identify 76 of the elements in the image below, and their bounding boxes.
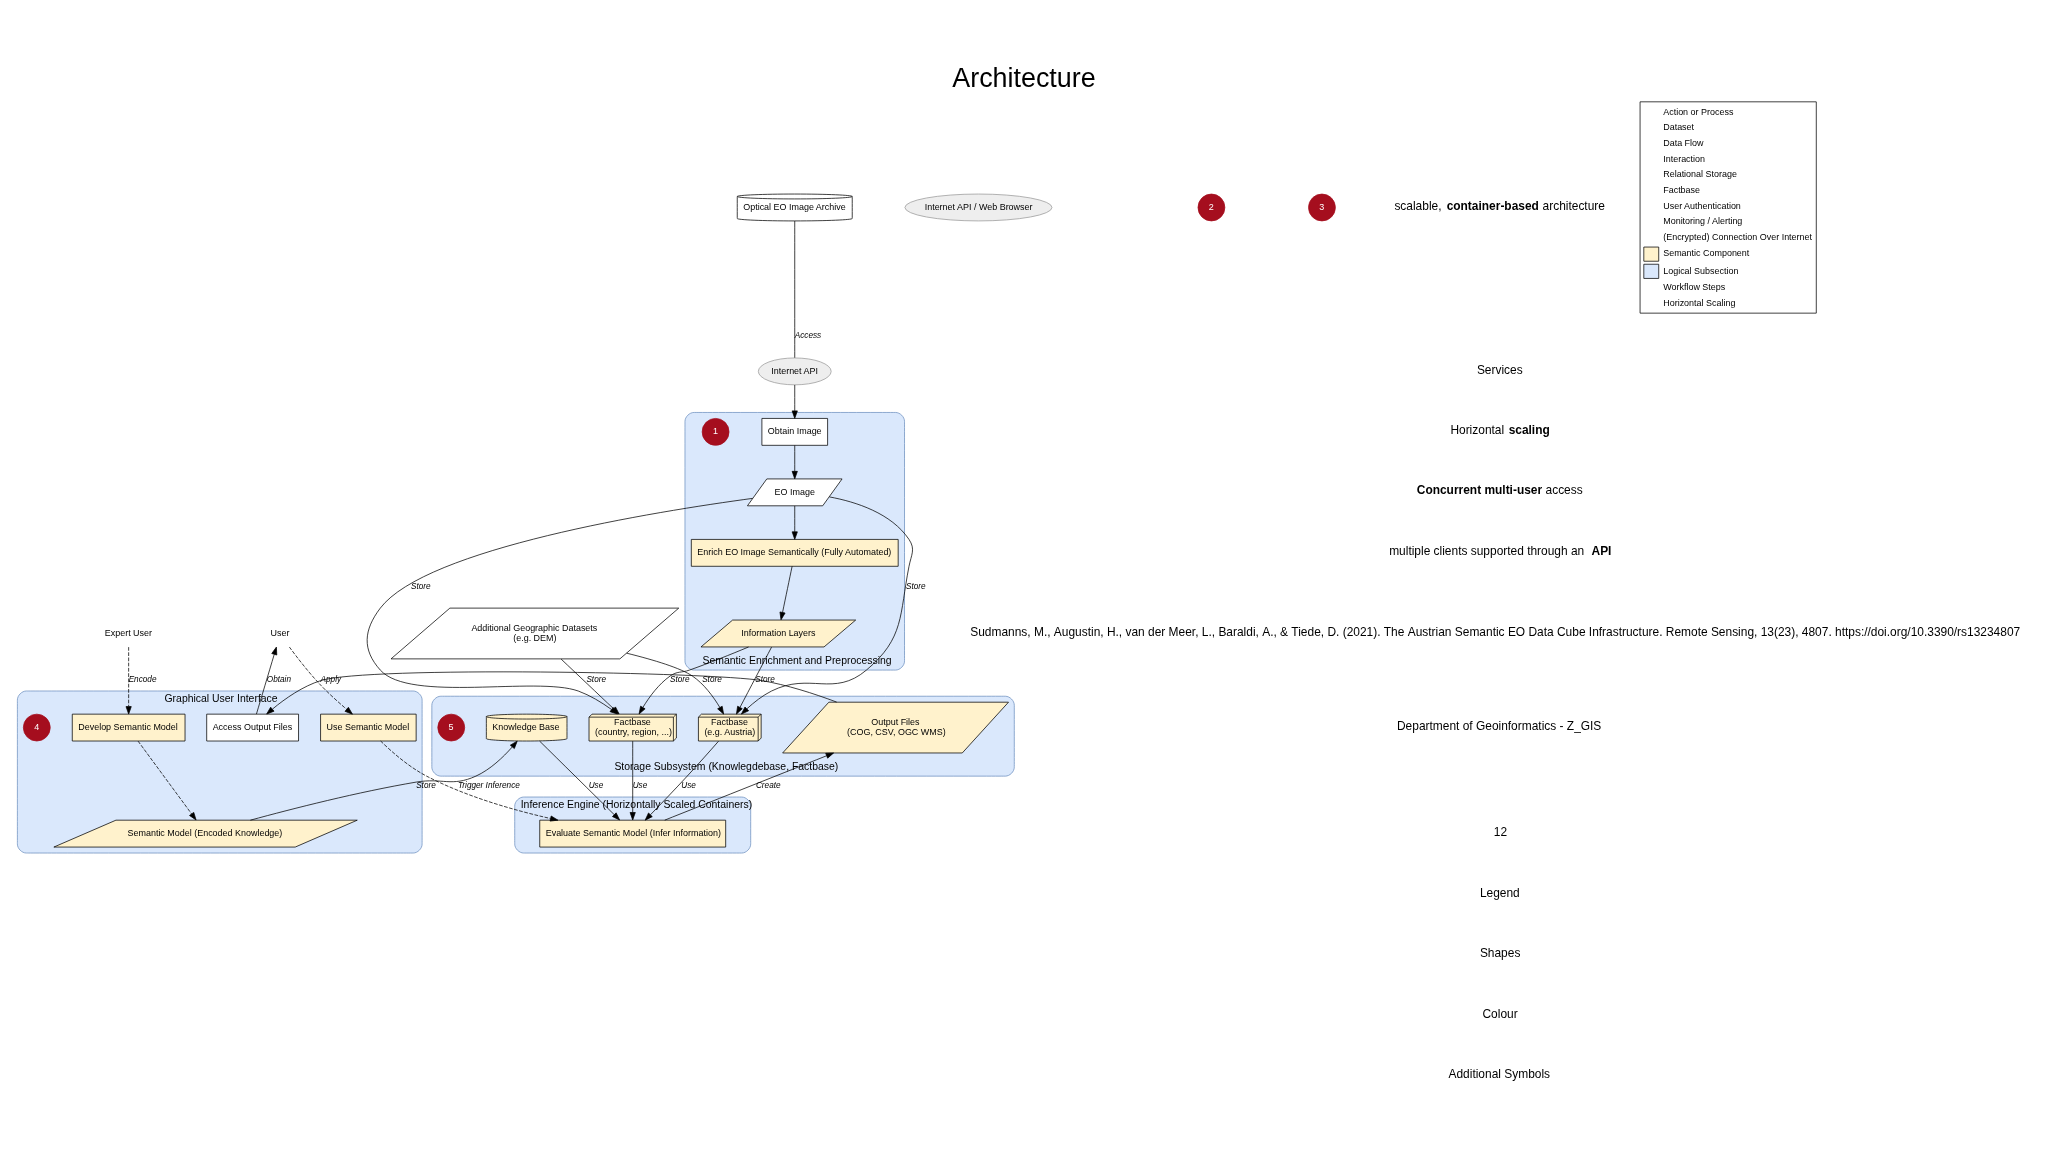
- arrow: [626, 652, 724, 715]
- legend-label: (Encrypted) Connection Over Internet: [1663, 232, 1813, 243]
- legend-label: Factbase: [1663, 185, 1701, 195]
- edge-label: Use: [588, 780, 604, 790]
- edge-label: Use: [632, 780, 648, 790]
- label: Concurrent multi-user access: [1416, 483, 1583, 498]
- node-text: User: [270, 627, 290, 638]
- edge-label: Obtain: [266, 674, 291, 684]
- edge-label: Trigger Inference: [457, 780, 520, 790]
- edge-label: Store: [416, 780, 436, 790]
- node-box: Evaluate Semantic Model (Infer Information): [539, 819, 727, 848]
- arrow: [779, 565, 793, 621]
- node-ellipse: Internet API: [757, 357, 832, 386]
- edge-label: Store: [670, 674, 690, 684]
- edge-label: Access: [794, 331, 822, 341]
- arrow: [741, 496, 913, 715]
- node-ellipse: Internet API / Web Browser: [904, 193, 1053, 222]
- edge-label: Store: [906, 581, 926, 591]
- legend-label: Action or Process: [1663, 106, 1734, 117]
- node-box: Use Semantic Model: [320, 713, 417, 742]
- legend-label: Data Flow: [1663, 137, 1704, 148]
- arrow: [664, 752, 834, 821]
- legend-label: Monitoring / Alerting: [1663, 216, 1743, 227]
- edge-label: Store: [586, 674, 607, 684]
- edge-label: Create: [755, 780, 781, 790]
- edge-label: Use: [681, 780, 696, 790]
- legend-label: Logical Subsection: [1663, 265, 1739, 276]
- arrow: [791, 445, 798, 480]
- node-circle: 4: [23, 713, 51, 742]
- arrow: [380, 740, 559, 822]
- arrow: [638, 646, 749, 715]
- edge-label: Apply: [320, 674, 342, 684]
- arrow: [736, 646, 772, 715]
- edge-label: Store: [702, 674, 722, 684]
- arrow: [256, 646, 278, 715]
- node-circle: 5: [437, 713, 466, 742]
- node-circle: 3: [1308, 193, 1336, 222]
- legend-label: Workflow Steps: [1663, 282, 1726, 293]
- arrow: [629, 740, 636, 821]
- arrow: [791, 505, 798, 540]
- node-circle: 2: [1197, 193, 1226, 222]
- legend-label: Semantic Component: [1663, 248, 1750, 259]
- label: scalable, container-based architecture: [1394, 198, 1605, 213]
- node-box: Access Output Files: [206, 713, 299, 742]
- label: Legend: [1479, 885, 1520, 900]
- label: multiple clients supported through an API: [1389, 543, 1612, 558]
- arrow: [125, 646, 132, 715]
- arrow: [137, 740, 197, 821]
- arrow: [539, 740, 620, 821]
- label: Services: [1476, 363, 1523, 378]
- diagram-title: Architecture: [952, 63, 1096, 94]
- label: Colour: [1482, 1006, 1518, 1021]
- arrow: [250, 740, 518, 821]
- node-circle: 1: [701, 418, 730, 446]
- edge-label: Encode: [128, 674, 157, 684]
- edge-label: Store: [410, 581, 431, 591]
- label: Shapes: [1479, 946, 1521, 961]
- label: Department of Geoinformatics - Z_GIS: [1397, 719, 1602, 734]
- label: Sudmanns, M., Augustin, H., van der Meer, L., Baraldi, A., & Tiede, D. (2021). The Austrian Semantic EO Data Cube Infrastructure. Remote Sensing, 13(23), 4807. https://doi.org/10.3390/rs13234807: [970, 625, 2021, 640]
- label: Horizontal scaling: [1450, 422, 1550, 437]
- legend-label: Dataset: [1663, 122, 1695, 133]
- arrow: [791, 384, 798, 419]
- label: 12: [1493, 825, 1508, 840]
- legend-label: Horizontal Scaling: [1663, 297, 1736, 308]
- node-text: Expert User: [104, 627, 153, 638]
- connector: [794, 220, 796, 359]
- edge-label: Store: [755, 674, 775, 684]
- node-box: Enrich EO Image Semantically (Fully Automated): [690, 539, 899, 567]
- node-box: Develop Semantic Model: [71, 713, 186, 742]
- arrow: [289, 646, 353, 715]
- arrow: [644, 740, 719, 821]
- legend-label: Interaction: [1663, 153, 1706, 164]
- node-box: Obtain Image: [761, 418, 828, 446]
- label: Additional Symbols: [1448, 1067, 1551, 1082]
- legend-label: Relational Storage: [1663, 169, 1737, 180]
- legend-label: User Authentication: [1663, 200, 1741, 211]
